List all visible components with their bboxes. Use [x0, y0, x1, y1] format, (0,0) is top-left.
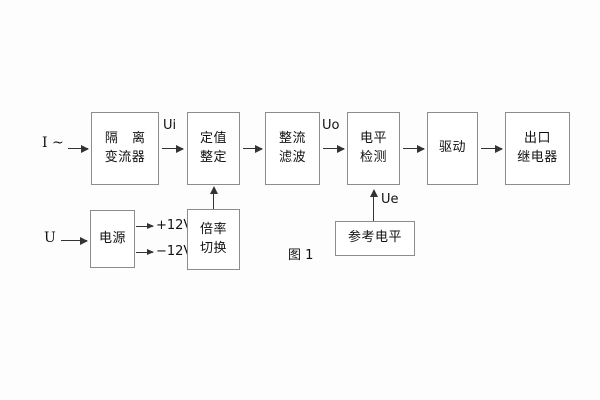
signal-label-ui: Ui [163, 118, 177, 133]
power-rail-negative-label: −12V [156, 244, 193, 259]
block-isolation-transformer-line2: 变流器 [104, 149, 146, 165]
block-reference-level-line1: 参考电平 [347, 230, 402, 246]
arrow-multiplier-to-setting [209, 186, 218, 209]
block-power-supply: 电源 [90, 210, 135, 268]
block-isolation-transformer-line1: 隔 离 [104, 130, 151, 146]
input-label-current: I ~ [42, 135, 64, 151]
block-setting-value: 定值 整定 [187, 112, 240, 185]
arrow-voltage-to-power-supply [61, 236, 88, 245]
block-setting-value-line1: 定值 [199, 130, 227, 146]
block-rectify-filter-line1: 整流 [278, 130, 306, 146]
arrow-rail-positive [136, 223, 154, 229]
block-multiplier-switch-line1: 倍率 [199, 221, 227, 237]
arrow-rail-negative [136, 249, 154, 255]
signal-label-uo: Uo [322, 118, 340, 133]
block-output-relay-line1: 出口 [523, 130, 551, 146]
block-level-detect-line1: 电平 [359, 130, 387, 146]
arrow-level-detect-to-drive [403, 144, 425, 153]
arrow-isolation-to-setting [162, 144, 184, 153]
input-label-voltage: U [44, 230, 56, 246]
arrow-setting-to-rectify [243, 144, 263, 153]
arrow-current-to-isolation [68, 144, 89, 153]
power-rail-positive-label: +12V [156, 218, 193, 233]
signal-label-ue: Ue [381, 192, 399, 207]
arrow-drive-to-output-relay [481, 144, 503, 153]
block-isolation-transformer: 隔 离 变流器 [91, 112, 159, 185]
figure-caption: 图 1 [288, 248, 314, 263]
block-multiplier-switch: 倍率 切换 [187, 209, 240, 270]
block-reference-level: 参考电平 [335, 221, 415, 256]
block-level-detect-line2: 检测 [359, 149, 387, 165]
arrow-reference-to-level-detect [369, 189, 378, 221]
arrow-rectify-to-level-detect [323, 144, 345, 153]
block-setting-value-line2: 整定 [199, 149, 227, 165]
block-multiplier-switch-line2: 切换 [199, 240, 227, 256]
block-rectify-filter-line2: 滤波 [278, 149, 306, 165]
block-output-relay: 出口 继电器 [505, 112, 570, 185]
block-power-supply-line1: 电源 [98, 230, 126, 246]
block-rectify-filter: 整流 滤波 [265, 112, 320, 185]
block-drive: 驱动 [427, 112, 478, 185]
block-drive-line1: 驱动 [438, 140, 466, 156]
block-level-detect: 电平 检测 [347, 112, 400, 185]
block-output-relay-line2: 继电器 [517, 149, 558, 165]
